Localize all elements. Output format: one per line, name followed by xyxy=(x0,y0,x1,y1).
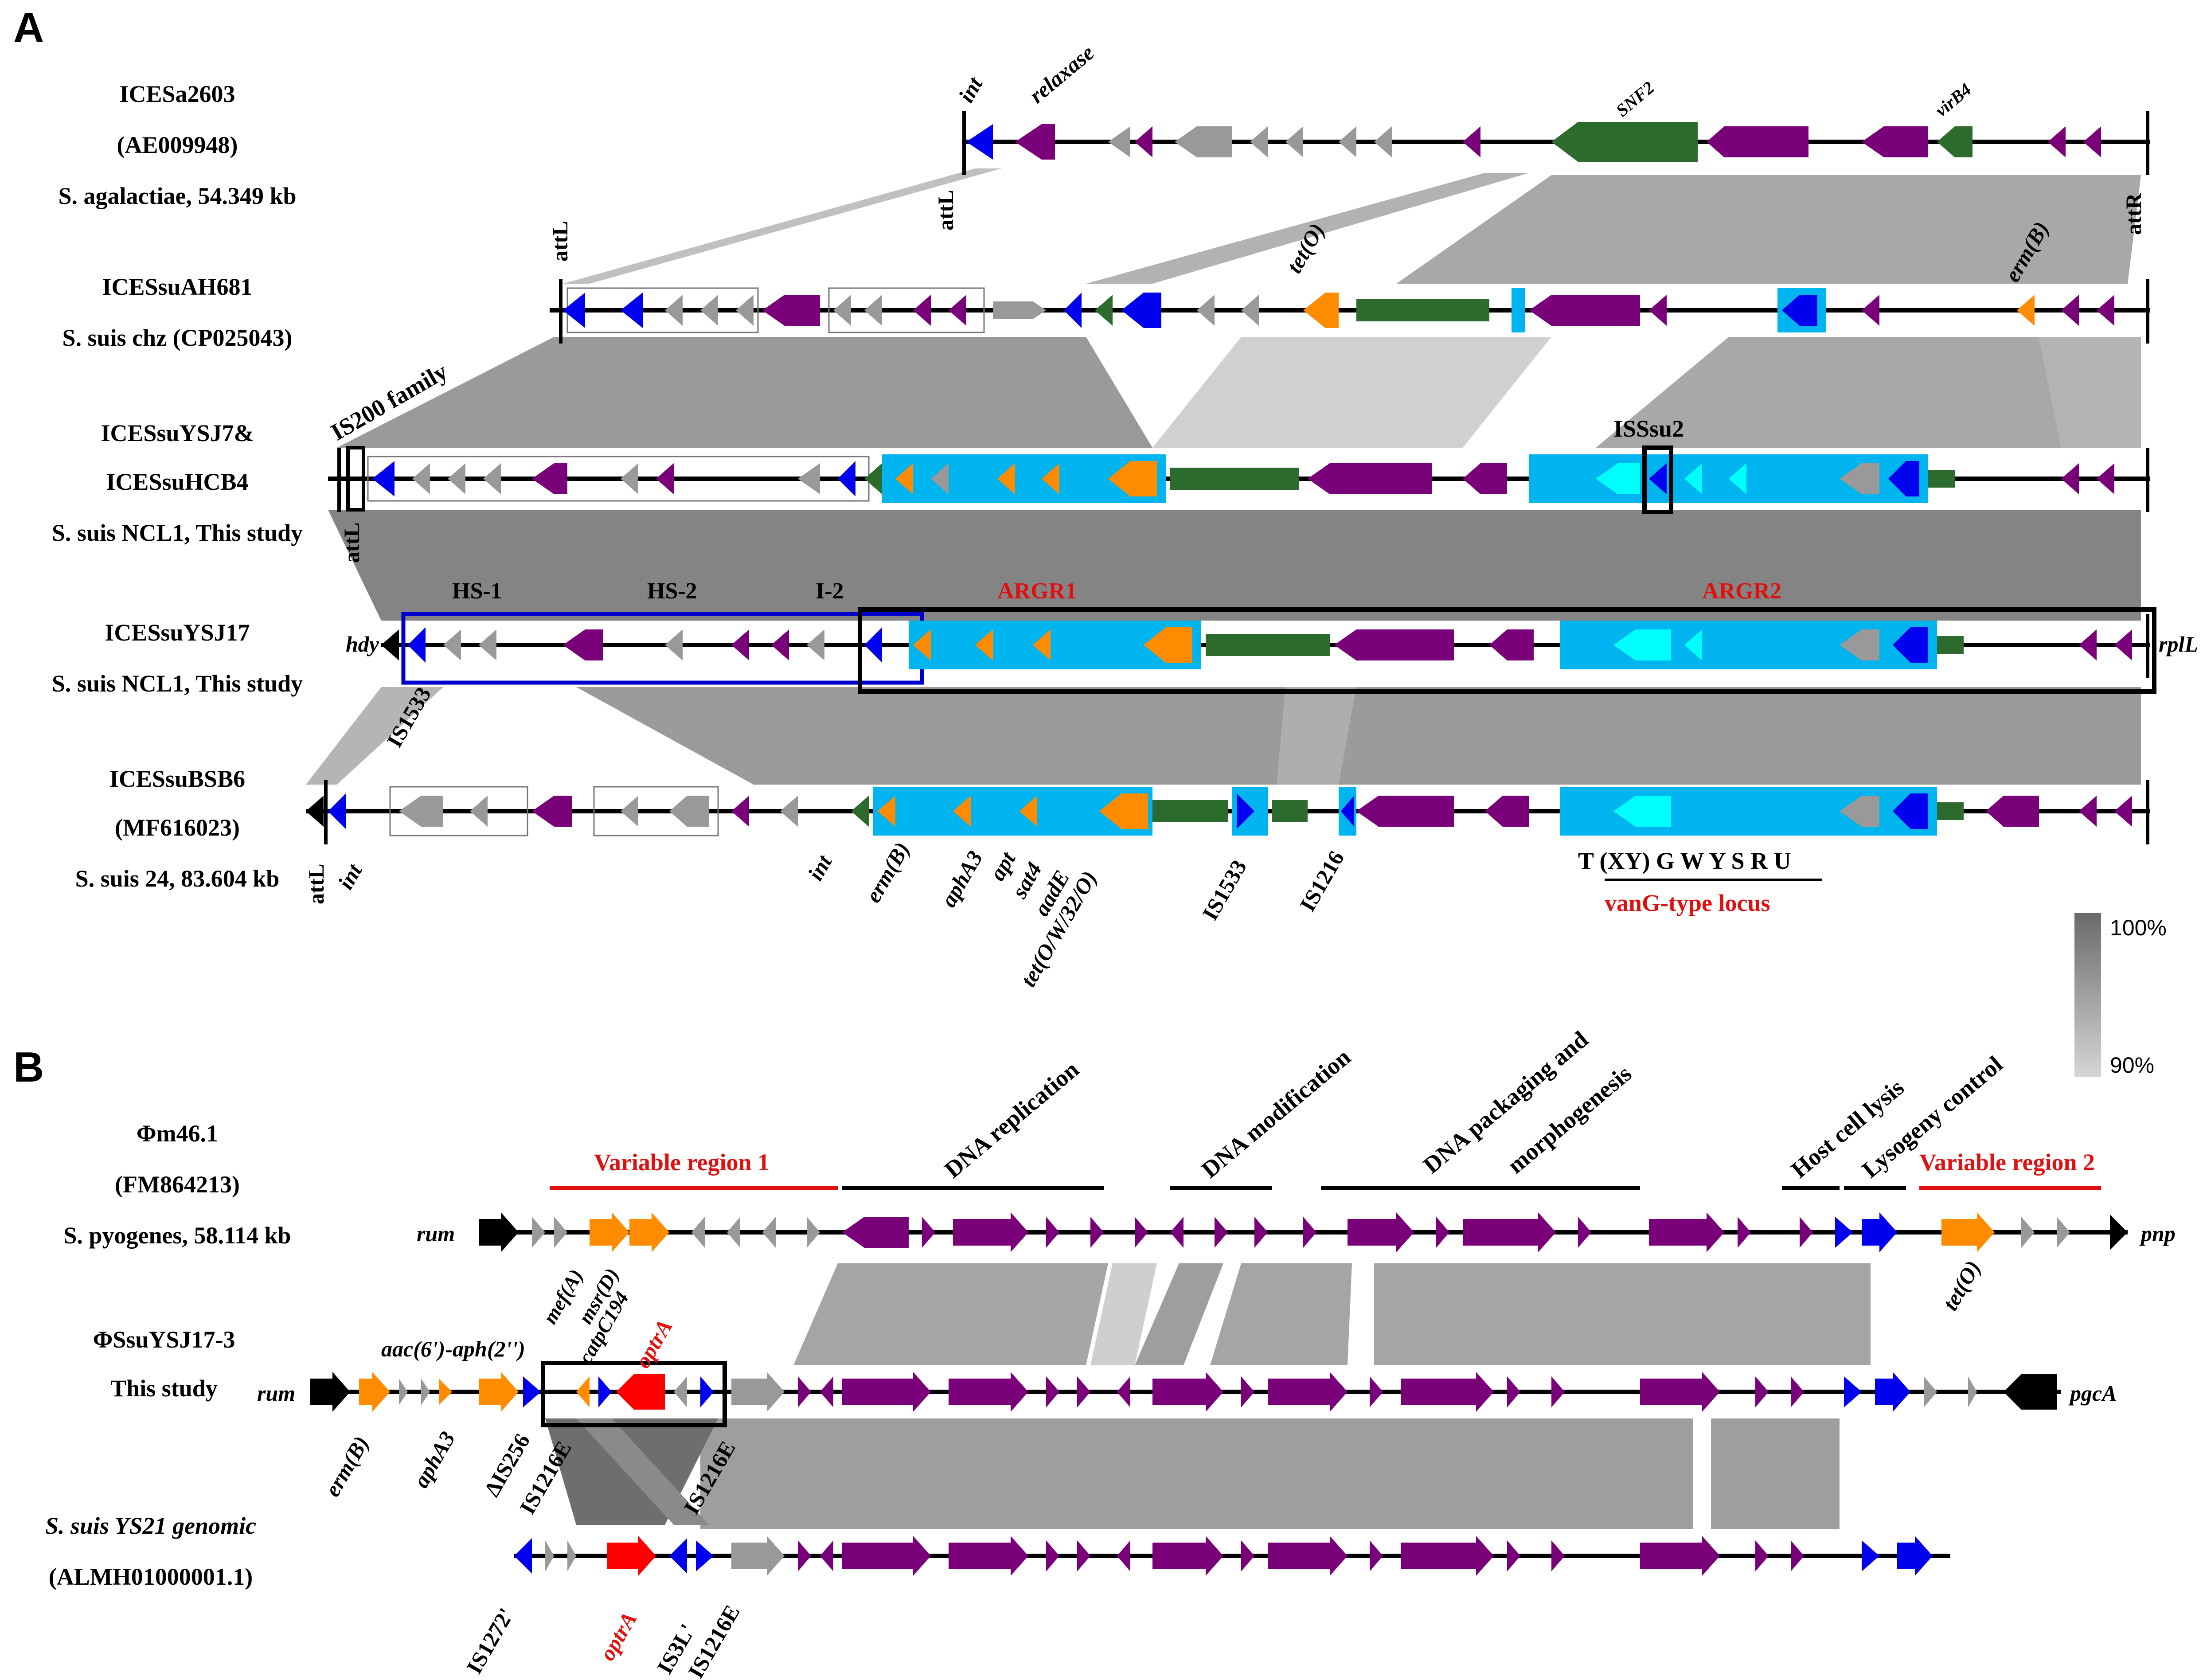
panel-b-label: B xyxy=(13,1043,44,1091)
track5-organism: S. suis 24, 83.604 kb xyxy=(75,865,280,892)
phi-m46-track: rum pnp tet(O) xyxy=(417,1212,2176,1315)
attl-5-label: attL xyxy=(304,863,328,904)
rpll-label: rplL xyxy=(2159,632,2198,656)
panel-a-track-labels: ICESa2603 (AE009948) S. agalactiae, 54.3… xyxy=(52,81,303,892)
hs2-label: HS-2 xyxy=(647,578,697,604)
scale-bottom-label: 90% xyxy=(2110,1053,2154,1078)
track4-ice-ssuysj17: hdy rplL HS-1 HS-2 I-2 ARGR1 ARGR2 IS153… xyxy=(346,578,2198,752)
track3-organism: S. suis NCL1, This study xyxy=(52,520,303,546)
pnp-label: pnp xyxy=(2139,1221,2176,1246)
is1272-label: IS1272' xyxy=(461,1604,519,1678)
apha3-b-label: aphA3 xyxy=(408,1427,460,1492)
dna-modification-label: DNA modification xyxy=(1196,1043,1355,1183)
relaxase-label: relaxase xyxy=(1024,40,1099,108)
variable-region-2: Variable region 2 xyxy=(1919,1149,2095,1176)
track1-organism: S. agalactiae, 54.349 kb xyxy=(58,183,296,209)
optra-3-label: optrA xyxy=(594,1607,642,1664)
isssu2-label: ISSsu2 xyxy=(1613,415,1684,442)
track3-ice-ssuysj7: IS200 family ISSsu2 attL xyxy=(326,358,2150,563)
dna-replication-label: DNA replication xyxy=(939,1056,1084,1183)
panel-b-track-labels: Φm46.1 (FM864213) S. pyogenes, 58.114 kb… xyxy=(45,1120,291,1590)
attl-2-label: attL xyxy=(547,221,572,262)
track3-name-a: ICESsuYSJ7& xyxy=(101,420,254,446)
van-locus-label: vanG-type locus xyxy=(1605,890,1770,916)
is1216-5-label: IS1216 xyxy=(1295,847,1349,916)
track1-name: ICESa2603 xyxy=(119,81,235,107)
track4-name: ICESsuYSJ17 xyxy=(105,619,250,646)
aac-label: aac(6')-aph(2'') xyxy=(381,1336,525,1361)
argr2-label: ARGR2 xyxy=(1702,578,1781,604)
int-5a-label: int xyxy=(333,859,367,894)
int-label: int xyxy=(953,72,988,107)
variable-region-1: Variable region 1 xyxy=(594,1149,769,1176)
track2-organism: S. suis chz (CP025043) xyxy=(62,324,292,351)
is1533-5-label: IS1533 xyxy=(1197,856,1251,925)
phi-ssuysj17-note: This study xyxy=(110,1375,218,1402)
track5-accession: (MF616023) xyxy=(115,814,240,841)
rum-1-label: rum xyxy=(417,1221,455,1246)
ermb-5-label: erm(B) xyxy=(860,838,914,906)
functional-regions: Variable region 1 DNA replication DNA mo… xyxy=(550,1026,2101,1190)
ys21-accession: (ALMH01000001.1) xyxy=(49,1563,253,1590)
track2-name: ICESsuAH681 xyxy=(102,273,252,300)
van-letters: T (XY) G W Y S R U xyxy=(1578,848,1791,874)
panel-b-homology-bands xyxy=(545,1263,1871,1529)
phi-ssuysj17-name: ΦSsuYSJ17-3 xyxy=(93,1326,235,1353)
track1-accession: (AE009948) xyxy=(117,132,238,158)
scale-top-label: 100% xyxy=(2110,915,2167,940)
int-5b-label: int xyxy=(803,850,837,885)
virb4-label: virB4 xyxy=(1931,79,1975,121)
phi-m46-accession: (FM864213) xyxy=(115,1171,240,1198)
identity-scale: 100% 90% xyxy=(2074,913,2167,1078)
track3-name-b: ICESsuHCB4 xyxy=(106,469,248,495)
attl-top-label: attL xyxy=(933,190,958,231)
i2-label: I-2 xyxy=(816,578,844,604)
ys21-name: S. suis YS21 genomic xyxy=(45,1512,256,1539)
panel-a-label: A xyxy=(13,4,44,51)
rum-2-label: rum xyxy=(257,1381,295,1406)
ys21-genomic-track: IS1272' optrA IS3L' IS1216E xyxy=(461,1536,1950,1680)
attl-3-label: attL xyxy=(339,522,364,563)
panel-a-homology-bands xyxy=(306,168,2141,785)
hdy-label: hdy xyxy=(346,632,379,656)
track5-ice-ssubsb6: attL int int erm(B) aphA3 apt sat4 aadE … xyxy=(304,780,2150,991)
apha3-5-label: aphA3 xyxy=(936,847,988,911)
hs1-label: HS-1 xyxy=(452,578,502,604)
snf2-label: SNF2 xyxy=(1612,78,1658,121)
phi-m46-name: Φm46.1 xyxy=(137,1120,218,1147)
teto-b-label: tet(O) xyxy=(1937,1256,1985,1314)
ermb-b-label: erm(B) xyxy=(320,1432,374,1500)
track4-organism: S. suis NCL1, This study xyxy=(52,670,303,697)
pgca-label: pgcA xyxy=(2068,1381,2117,1406)
track5-name: ICESsuBSB6 xyxy=(109,766,245,792)
attr-top-label: attR xyxy=(2121,193,2146,235)
phi-m46-organism: S. pyogenes, 58.114 kb xyxy=(63,1222,291,1249)
argr1-label: ARGR1 xyxy=(997,578,1077,604)
